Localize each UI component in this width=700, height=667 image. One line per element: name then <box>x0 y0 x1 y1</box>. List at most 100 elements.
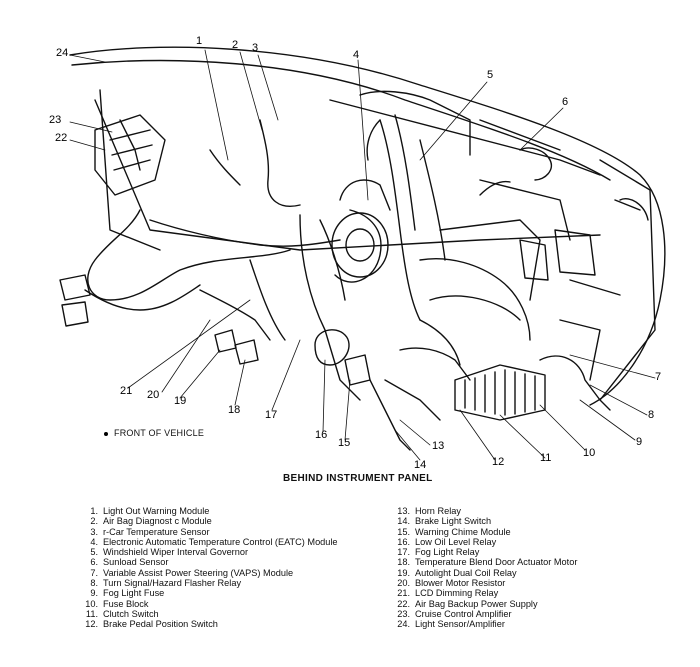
legend-item: 22. Air Bag Backup Power Supply <box>396 599 686 609</box>
callout-14: 14 <box>414 459 427 471</box>
legend-item-number: 4. <box>90 536 98 547</box>
callout-19: 19 <box>174 395 187 407</box>
legend-item: 15. Warning Chime Module <box>396 527 686 537</box>
right-side-panel <box>599 159 656 401</box>
legend-item: 1. Light Out Warning Module <box>84 506 384 516</box>
legend-item-label: Autolight Dual Coil Relay <box>415 567 517 578</box>
legend-item: 13.Horn Relay <box>396 506 686 516</box>
bullet-dot-icon <box>104 431 108 436</box>
steering-column <box>299 214 361 401</box>
legend-item-label: Turn Signal/Hazard Flasher Relay <box>103 578 242 589</box>
legend-item-number: 13. <box>397 506 410 516</box>
legend-item: 9. Fog Light Fuse <box>84 588 384 598</box>
callout-18: 18 <box>228 404 241 416</box>
legend-item: 6.Sunload Sensor <box>84 557 384 567</box>
callout-8: 8 <box>648 409 655 421</box>
legend-item: 11. Clutch Switch <box>84 609 384 619</box>
callout-16: 16 <box>315 429 328 441</box>
legend-item-label: Low Oil Level Relay <box>415 536 497 547</box>
callout-11: 11 <box>540 452 552 464</box>
diagram-title: BEHIND INSTRUMENT PANEL <box>283 473 433 484</box>
callout-15: 15 <box>338 437 351 449</box>
legend-item-number: 10. <box>85 598 98 609</box>
legend-item-label: Brake Light Switch <box>415 516 492 527</box>
callout-2: 2 <box>232 39 239 51</box>
brake-pedal-area <box>369 379 411 451</box>
callout-21: 21 <box>120 385 133 397</box>
callout-7: 7 <box>655 371 662 383</box>
legend-item: 14. Brake Light Switch <box>396 516 686 526</box>
front-of-vehicle-note: FRONT OF VEHICLE <box>104 428 204 438</box>
callout-9: 9 <box>636 436 643 448</box>
legend-item: 20. Blower Motor Resistor <box>396 578 686 588</box>
legend-item: 17. Fog Light Relay <box>396 547 686 557</box>
legend-item-number: 11. <box>85 608 98 619</box>
legend-item: 5. Windshield Wiper Interval Governor <box>84 547 384 557</box>
legend-item-number: 7. <box>90 567 98 578</box>
legend-item: 7. Variable Assist Power Steering (VAPS) … <box>84 568 384 578</box>
legend-item: 12. Brake Pedal Position Switch <box>84 619 384 629</box>
dash-upper-edge <box>71 59 611 181</box>
legend-item-label: Temperature Blend Door Actuator Motor <box>415 557 578 568</box>
legend-item: 8. Turn Signal/Hazard Flasher Relay <box>84 578 384 588</box>
dash-cowl-outline <box>69 46 666 406</box>
legend-item-number: 14. <box>397 516 410 527</box>
legend-item-number: 24. <box>397 619 410 630</box>
legend-item-label: Fog Light Relay <box>415 547 480 558</box>
legend-item-number: 16. <box>397 536 410 547</box>
callout-20: 20 <box>147 389 160 401</box>
legend-item: 19. Autolight Dual Coil Relay <box>396 568 686 578</box>
legend-item-label: Clutch Switch <box>103 608 159 619</box>
legend-item-label: Variable Assist Power Steering (VAPS) Mo… <box>103 567 294 578</box>
legend-item: 16. Low Oil Level Relay <box>396 537 686 547</box>
callout-6: 6 <box>562 96 569 108</box>
legend-item-number: 9. <box>90 588 98 599</box>
legend-item-number: 19. <box>397 567 410 578</box>
front-of-vehicle-text: FRONT OF VEHICLE <box>114 428 205 438</box>
left-wiring-harness <box>87 209 291 301</box>
legend-item-number: 17. <box>397 547 410 558</box>
legend-item-number: 15. <box>397 526 410 537</box>
legend-item-number: 5. <box>90 547 98 558</box>
fuse-block-shape <box>454 364 546 421</box>
legend-item-label: Air Bag Backup Power Supply <box>415 598 538 609</box>
legend-item: 23.Cruise Control Amplifier <box>396 609 686 619</box>
legend-item-label: r-Car Temperature Sensor <box>103 526 210 537</box>
legend-item: 2.Air Bag Diagnost c Module <box>84 516 384 526</box>
legend-item-label: Fuse Block <box>103 598 149 609</box>
legend-item-label: Brake Pedal Position Switch <box>103 619 218 630</box>
legend-item-label: Windshield Wiper Interval Governor <box>103 547 249 558</box>
callout-22: 22 <box>55 132 68 144</box>
legend-item: 4.Electronic Automatic Temperature Contr… <box>84 537 384 547</box>
legend-item: 24.Light Sensor/Amplifier <box>396 619 686 629</box>
legend-item: 21. LCD Dimming Relay <box>396 588 686 598</box>
legend-item-label: Warning Chime Module <box>415 526 511 537</box>
cruise-control-amplifier-shape <box>94 114 166 196</box>
legend-item: 18. Temperature Blend Door Actuator Motor <box>396 557 686 567</box>
legend-item-number: 20. <box>397 578 410 589</box>
callout-4: 4 <box>353 49 360 61</box>
legend-item-number: 21. <box>397 588 410 599</box>
legend-item-label: Fog Light Fuse <box>103 588 165 599</box>
callout-24: 24 <box>56 47 69 59</box>
legend-item-number: 12. <box>85 619 98 630</box>
legend-item-number: 22. <box>397 598 410 609</box>
legend-item-label: Cruise Control Amplifier <box>415 608 512 619</box>
legend-item-number: 8. <box>90 578 98 589</box>
legend-item-number: 1. <box>90 506 98 516</box>
callout-23: 23 <box>49 114 62 126</box>
callout-1: 1 <box>196 35 203 47</box>
legend-item-number: 3. <box>90 526 98 537</box>
callout-12: 12 <box>492 456 505 468</box>
callout-10: 10 <box>583 447 596 459</box>
legend-item-label: LCD Dimming Relay <box>415 588 499 599</box>
legend-item-label: Blower Motor Resistor <box>415 578 506 589</box>
legend-item: 3. r-Car Temperature Sensor <box>84 527 384 537</box>
callout-13: 13 <box>432 440 445 452</box>
legend-item-label: Light Out Warning Module <box>103 506 210 516</box>
legend-item-number: 18. <box>397 557 410 568</box>
callout-3: 3 <box>252 42 259 54</box>
legend-item-label: Air Bag Diagnost c Module <box>103 516 212 527</box>
